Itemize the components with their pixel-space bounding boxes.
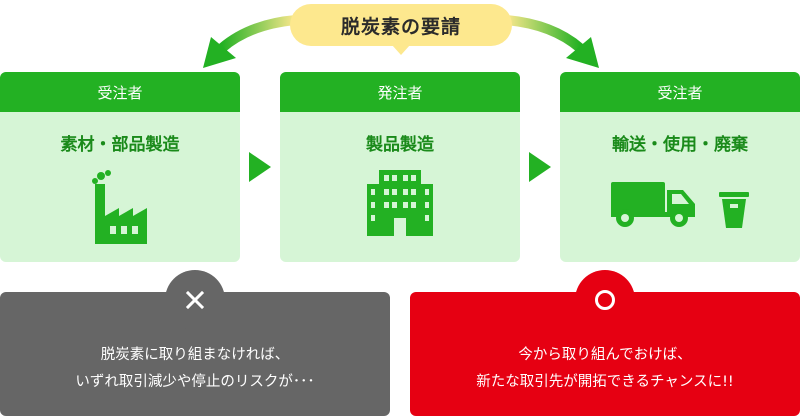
factory-icon [92, 170, 147, 244]
circle-badge [575, 270, 635, 330]
opportunity-callout: 今から取り組んでおけば、 新たな取引先が開拓できるチャンスに!! [410, 270, 800, 416]
risk-text-line1: 脱炭素に取り組まなければ、 [100, 347, 290, 363]
stage-role: 受注者 [0, 72, 240, 112]
flow-arrow-1 [249, 152, 271, 182]
truck-icon [611, 182, 695, 227]
building-icon [367, 170, 433, 236]
stage-name: 製品製造 [366, 135, 434, 155]
risk-callout: 脱炭素に取り組まなければ、 いずれ取引減少や停止のリスクが･･･ [0, 270, 390, 416]
right-demand-arrow [505, 15, 599, 68]
left-demand-arrow [203, 15, 297, 68]
stage-name: 輸送・使用・廃棄 [612, 135, 748, 155]
stage-materials: 受注者 素材・部品製造 [0, 72, 240, 262]
stage-name: 素材・部品製造 [60, 135, 180, 155]
opportunity-text-line2: 新たな取引先が開拓できるチャンスに!! [476, 374, 734, 390]
stage-transport-use-disposal: 受注者 輸送・使用・廃棄 [560, 72, 800, 262]
circle-icon [595, 290, 615, 310]
risk-text-line2: いずれ取引減少や停止のリスクが･･･ [75, 374, 315, 390]
decarbonization-request-title: 脱炭素の要請 [290, 4, 512, 55]
stage-product-manufacturing: 発注者 製品製造 [280, 72, 520, 262]
stage-role: 受注者 [560, 72, 800, 112]
flow-arrow-2 [529, 152, 551, 182]
stage-role: 発注者 [280, 72, 520, 112]
cross-badge [165, 270, 225, 330]
trash-bin-icon [719, 192, 749, 228]
cross-icon [186, 291, 204, 309]
demand-arrows [203, 15, 599, 68]
opportunity-text-line1: 今から取り組んでおけば、 [518, 347, 692, 363]
